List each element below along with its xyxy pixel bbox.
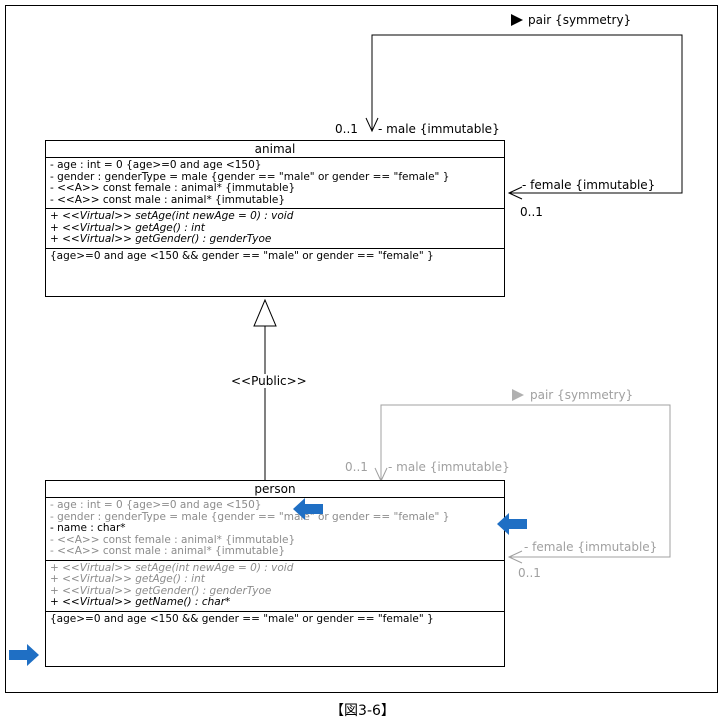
animal-male-multiplicity: 0..1 xyxy=(335,122,358,136)
animal-constraint: {age>=0 and age <150 && gender == "male"… xyxy=(50,250,434,262)
person-op-getname: + <<Virtual>> getName() : char* xyxy=(50,597,231,608)
animal-pair-association-line xyxy=(371,34,683,194)
animal-male-role: - male {immutable} xyxy=(378,122,500,136)
animal-male-arrowhead xyxy=(365,117,379,133)
person-attributes: - age : int = 0 {age>=0 and age <150} - … xyxy=(46,498,504,561)
person-constraint-section: {age>=0 and age <150 && gender == "male"… xyxy=(46,612,504,628)
animal-attributes: - age : int = 0 {age>=0 and age <150} - … xyxy=(46,158,504,209)
highlight-arrow-age-icon xyxy=(293,498,323,520)
figure-caption: 【図3-6】 xyxy=(330,703,395,719)
person-female-arrowhead xyxy=(507,550,523,564)
person-op-getgender: + <<Virtual>> getGender() : genderTyoe xyxy=(50,585,272,597)
person-pair-direction-triangle xyxy=(512,389,524,401)
animal-constraint-section: {age>=0 and age <150 && gender == "male"… xyxy=(46,249,504,265)
animal-pair-label: pair {symmetry} xyxy=(528,13,632,27)
person-female-multiplicity: 0..1 xyxy=(518,566,541,580)
person-female-role: - female {immutable} xyxy=(524,540,658,554)
animal-female-arrowhead xyxy=(507,186,523,200)
animal-class-name: animal xyxy=(46,141,504,158)
person-male-multiplicity: 0..1 xyxy=(345,460,368,474)
animal-attr-male: - <<A>> const male : animal* {immutable} xyxy=(50,194,286,206)
person-attr-gender: - gender : genderType = male {gender == … xyxy=(50,511,450,523)
diagram-frame xyxy=(5,5,718,693)
animal-attr-gender: - gender : genderType = male {gender == … xyxy=(50,171,450,183)
person-attr-name: - name : char* xyxy=(50,523,126,534)
highlight-arrow-gender-icon xyxy=(497,513,527,535)
person-class-box[interactable]: person - age : int = 0 {age>=0 and age <… xyxy=(45,480,505,667)
person-op-getage: + <<Virtual>> getAge() : int xyxy=(50,574,205,585)
animal-class-box[interactable]: animal - age : int = 0 {age>=0 and age <… xyxy=(45,140,505,297)
person-op-setage: + <<Virtual>> setAge(int newAge = 0) : v… xyxy=(50,562,294,574)
animal-operations: + <<Virtual>> setAge(int newAge = 0) : v… xyxy=(46,209,504,249)
person-attr-male: - <<A>> const male : animal* {immutable} xyxy=(50,546,286,557)
animal-op-getage: + <<Virtual>> getAge() : int xyxy=(50,222,205,234)
person-constraint: {age>=0 and age <150 && gender == "male"… xyxy=(50,613,434,625)
inheritance-stereotype: <<Public>> xyxy=(230,374,308,388)
highlight-arrow-constraint-icon xyxy=(9,644,39,666)
person-class-name: person xyxy=(46,481,504,498)
animal-attr-age: - age : int = 0 {age>=0 and age <150} xyxy=(50,160,262,171)
person-pair-association-line xyxy=(380,404,671,558)
animal-female-multiplicity: 0..1 xyxy=(520,205,543,219)
animal-attr-female: - <<A>> const female : animal* {immutabl… xyxy=(50,183,296,194)
animal-op-getgender: + <<Virtual>> getGender() : genderTyoe xyxy=(50,234,272,245)
animal-op-setage: + <<Virtual>> setAge(int newAge = 0) : v… xyxy=(50,211,294,222)
person-pair-label: pair {symmetry} xyxy=(530,388,634,402)
person-attr-age: - age : int = 0 {age>=0 and age <150} xyxy=(50,500,262,511)
person-attr-female: - <<A>> const female : animal* {immutabl… xyxy=(50,534,296,546)
person-male-role: - male {immutable} xyxy=(388,460,510,474)
animal-pair-direction-triangle xyxy=(511,14,523,26)
person-operations: + <<Virtual>> setAge(int newAge = 0) : v… xyxy=(46,561,504,612)
generalization-triangle-icon xyxy=(253,298,277,327)
animal-female-role: - female {immutable} xyxy=(522,178,656,192)
